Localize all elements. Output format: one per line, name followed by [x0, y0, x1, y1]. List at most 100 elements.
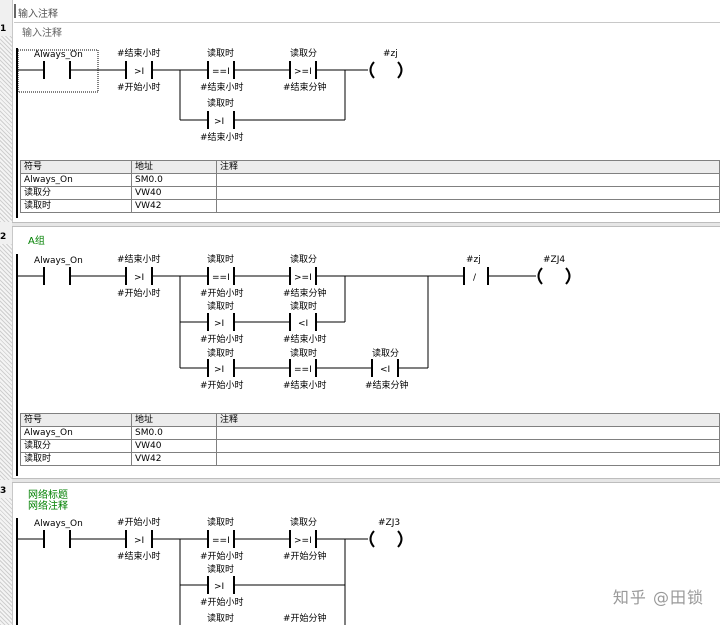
coil-right[interactable] — [397, 530, 403, 548]
network-1-symbol-table[interactable]: 符号 地址 注释 Always_On SM0.0 读取分 VW40 读取时 VW… — [20, 160, 720, 213]
compare-3-op: >=I — [294, 67, 312, 77]
symbol-cell: Always_On — [20, 173, 132, 187]
network-1-ladder: Always_On #结束小时 >I #开始小时 读取时 ==I #结束小时 读… — [17, 47, 403, 143]
always-on-selection[interactable] — [17, 49, 99, 93]
address-cell: VW40 — [131, 439, 217, 453]
table-row[interactable]: 读取时 VW42 — [20, 199, 720, 213]
compare-2-top: 读取时 — [207, 253, 234, 265]
comment-cell[interactable] — [216, 426, 720, 440]
network-3-ladder: Always_On #开始小时 >I #结束小时 读取时 ==I #开始小时 读… — [18, 516, 403, 625]
compare-2-op: ==I — [212, 273, 230, 283]
compare-1-bot: #开始小时 — [117, 81, 161, 93]
compare-3-bot: #结束分钟 — [283, 287, 327, 299]
compare-1-top: #开始小时 — [117, 516, 161, 528]
compare-6-top: 读取时 — [207, 347, 234, 359]
coil-left[interactable] — [369, 61, 375, 79]
compare-1-top: #结束小时 — [117, 253, 161, 265]
watermark: 知乎 @田锁 — [612, 588, 704, 607]
compare-3-bot: #开始分钟 — [283, 550, 327, 562]
table-row[interactable]: 读取时 VW42 — [20, 452, 720, 466]
table-row[interactable]: Always_On SM0.0 — [20, 173, 720, 187]
compare-1-bot: #结束小时 — [117, 550, 161, 562]
header-symbol: 符号 — [20, 413, 132, 427]
network-2-symbol-table[interactable]: 符号 地址 注释 Always_On SM0.0 读取分 VW40 读取时 VW… — [20, 413, 720, 466]
program-comment[interactable]: 输入注释 — [14, 0, 720, 23]
coil-name: #zj — [383, 49, 398, 59]
compare-4-op: >I — [214, 117, 224, 127]
network-3-number[interactable]: 3 — [0, 486, 7, 496]
compare-6-bot: #开始分钟 — [283, 612, 327, 624]
compare-7-top: 读取时 — [290, 347, 317, 359]
header-comment: 注释 — [216, 160, 720, 174]
comment-cell[interactable] — [216, 439, 720, 453]
compare-4-op: >I — [214, 319, 224, 329]
network-1-title[interactable]: 输入注释 — [22, 28, 62, 39]
network-separator — [12, 478, 720, 483]
compare-8-top: 读取分 — [372, 347, 399, 359]
compare-2-bot: #结束小时 — [200, 81, 244, 93]
program-comment-marker — [14, 4, 16, 18]
comment-cell[interactable] — [216, 186, 720, 200]
coil-right[interactable] — [565, 267, 571, 285]
header-address: 地址 — [131, 413, 217, 427]
compare-4-op: >I — [214, 582, 224, 592]
compare-1-bot: #开始小时 — [117, 287, 161, 299]
symbol-cell: 读取时 — [20, 452, 132, 466]
compare-5-top: 读取时 — [290, 300, 317, 312]
network-1-power-rail — [16, 48, 18, 218]
compare-7-op: ==I — [294, 365, 312, 375]
always-on-label: Always_On — [34, 519, 83, 529]
network-2-gutter — [0, 244, 12, 480]
network-1-number[interactable]: 1 — [0, 24, 7, 34]
always-on-label: Always_On — [34, 50, 83, 60]
address-cell: SM0.0 — [131, 426, 217, 440]
symbol-cell: 读取分 — [20, 439, 132, 453]
compare-3-op: >=I — [294, 536, 312, 546]
address-cell: SM0.0 — [131, 173, 217, 187]
compare-6-bot: #开始小时 — [200, 379, 244, 391]
symbol-cell: 读取时 — [20, 199, 132, 213]
coil-left[interactable] — [369, 530, 375, 548]
compare-4-bot: #开始小时 — [200, 596, 244, 608]
compare-2-top: 读取时 — [207, 47, 234, 59]
network-2-ladder: Always_On #结束小时 >I #开始小时 读取时 ==I #开始小时 读… — [18, 253, 571, 391]
table-row[interactable]: 读取分 VW40 — [20, 186, 720, 200]
comment-cell[interactable] — [216, 452, 720, 466]
network-2-title[interactable]: A组 — [28, 236, 45, 247]
compare-4-top: 读取时 — [207, 300, 234, 312]
compare-3-op: >=I — [294, 273, 312, 283]
network-2-number[interactable]: 2 — [0, 232, 7, 242]
compare-7-bot: #结束小时 — [283, 379, 327, 391]
compare-4-bot: #结束小时 — [200, 131, 244, 143]
compare-3-top: 读取分 — [290, 253, 317, 265]
network-3-title[interactable]: 网络标题 — [28, 490, 68, 501]
compare-3-top: 读取分 — [290, 47, 317, 59]
coil-right[interactable] — [397, 61, 403, 79]
compare-8-bot: #结束分钟 — [365, 379, 409, 391]
always-on-label: Always_On — [34, 256, 83, 266]
address-cell: VW42 — [131, 199, 217, 213]
header-comment: 注释 — [216, 413, 720, 427]
compare-5-bot: #结束小时 — [283, 333, 327, 345]
header-symbol: 符号 — [20, 160, 132, 174]
compare-1-op: >I — [134, 273, 144, 283]
comment-cell[interactable] — [216, 173, 720, 187]
table-row[interactable]: Always_On SM0.0 — [20, 426, 720, 440]
comment-cell[interactable] — [216, 199, 720, 213]
compare-2-bot: #开始小时 — [200, 287, 244, 299]
network-3-comment[interactable]: 网络注释 — [28, 501, 68, 512]
compare-4-top: 读取时 — [207, 97, 234, 109]
symbol-cell: 读取分 — [20, 186, 132, 200]
table-row[interactable]: 读取分 VW40 — [20, 439, 720, 453]
symbol-cell: Always_On — [20, 426, 132, 440]
coil-left[interactable] — [537, 267, 543, 285]
compare-3-bot: #结束分钟 — [283, 81, 327, 93]
compare-1-top: #结束小时 — [117, 47, 161, 59]
network-2-power-rail — [16, 254, 18, 476]
compare-4-bot: #开始小时 — [200, 333, 244, 345]
header-address: 地址 — [131, 160, 217, 174]
coil-name: #ZJ3 — [378, 518, 400, 528]
network-1-gutter — [0, 36, 12, 222]
compare-5-op: <I — [298, 319, 308, 329]
coil-name: #ZJ4 — [543, 255, 565, 265]
